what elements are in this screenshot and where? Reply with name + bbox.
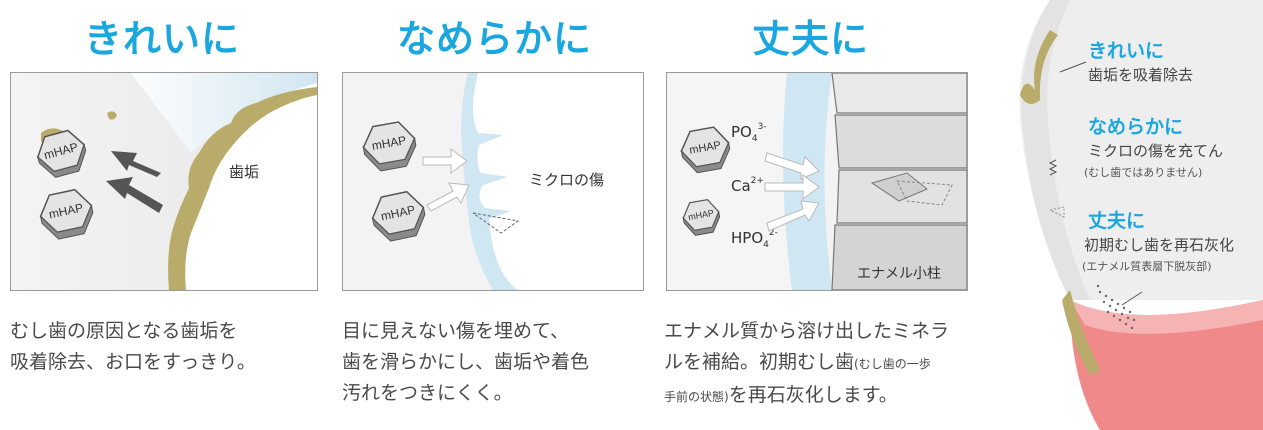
desc-line: 吸着除去、お口をすっきり。 [10,351,256,373]
heading-nameraka: なめらかに [397,17,593,61]
desc-line: ルを補給。初期むし歯(むし歯の一歩 [664,347,949,380]
side-heading-joubu: 丈夫に [1088,210,1146,232]
desc-small-text: (むし歯の一歩 [854,357,931,371]
panel-plaque-removal: mHAP mHAP 歯垢 [10,72,318,291]
desc-joubu: エナメル質から溶け出したミネラ ルを補給。初期むし歯(むし歯の一歩 手前の状態)… [664,316,949,413]
mhap-particle-2 [371,190,426,242]
ion-ca: Ca2+ [731,176,764,195]
enamel-rod-label: エナメル小柱 [857,266,941,282]
pointer-line [1059,61,1087,73]
arrow-icon [766,200,820,232]
plaque-shape [1020,30,1058,104]
arrow-icon [764,174,820,200]
mhap-label-2: mHAP [687,208,714,222]
demineralized-dots [1096,284,1136,330]
side-note-nameraka: (むし歯ではありません) [1084,166,1203,179]
mhap-particle-2 [39,188,94,240]
desc-text: ルを補給。初期むし歯 [664,351,855,373]
panel-scratch-fill: mHAP mHAP ミクロの傷 [342,72,644,291]
arrow-icon [426,182,470,212]
desc-nameraka: 目に見えない傷を埋めて、 歯を滑らかにし、歯垢や着色 汚れをつきにくく。 [342,316,589,409]
mhap-label-1: mHAP [688,139,721,156]
desc-small-text: 手前の状態) [664,390,729,404]
side-heading-nameraka: なめらかに [1088,116,1184,138]
ion-po4: PO43- [731,122,767,144]
mhap-particle-1 [36,129,87,178]
arrow-icon [422,148,468,174]
mhap-particle-1 [680,126,731,174]
plaque-shape [168,87,317,290]
mhap-particle-2 [682,199,721,236]
mhap-particle-1 [362,121,417,172]
side-heading-kireini: きれいに [1088,40,1165,62]
desc-line: エナメル質から溶け出したミネラ [664,320,950,342]
desc-line: むし歯の原因となる歯垢を [10,320,238,342]
tooth-surface [178,73,317,290]
ion-hpo4: HPO42- [731,228,778,250]
arrow-icon [111,151,161,177]
tooth-surface [473,73,643,290]
mhap-label-1: mHAP [371,133,408,153]
arrow-icon [106,177,163,213]
desc-line: 手前の状態)を再石灰化します。 [664,380,949,413]
scratch-label: ミクロの傷 [529,171,604,189]
desc-kireini: むし歯の原因となる歯垢を 吸着除去、お口をすっきり。 [10,316,256,378]
desc-line: 汚れをつきにくく。 [342,382,513,404]
plaque-label: 歯垢 [229,163,259,181]
desc-line: 歯を滑らかにし、歯垢や着色 [342,351,590,373]
side-text-joubu: 初期むし歯を再石灰化 [1084,236,1235,254]
side-note-joubu: (エナメル質表層下脱灰部) [1082,260,1212,273]
side-text-nameraka: ミクロの傷を充てん [1088,142,1224,160]
pointer-line [1121,291,1143,306]
side-text-kireini: 歯垢を吸着除去 [1088,66,1194,84]
heading-kireini: きれいに [84,17,241,61]
arrow-icon [764,152,820,180]
desc-line: 目に見えない傷を埋めて、 [342,320,570,342]
gum [1070,300,1263,430]
tooth-crown [1019,0,1263,300]
desc-text: を再石灰化します。 [728,384,898,406]
panel-remineralization: PO43- Ca2+ HPO42- mHAP mHAP エナメル小柱 [666,72,968,291]
heading-joubu: 丈夫に [752,17,870,61]
tooth-summary-illustration: きれいに 歯垢を吸着除去 なめらかに ミクロの傷を充てん (むし歯ではありません… [1010,0,1263,430]
